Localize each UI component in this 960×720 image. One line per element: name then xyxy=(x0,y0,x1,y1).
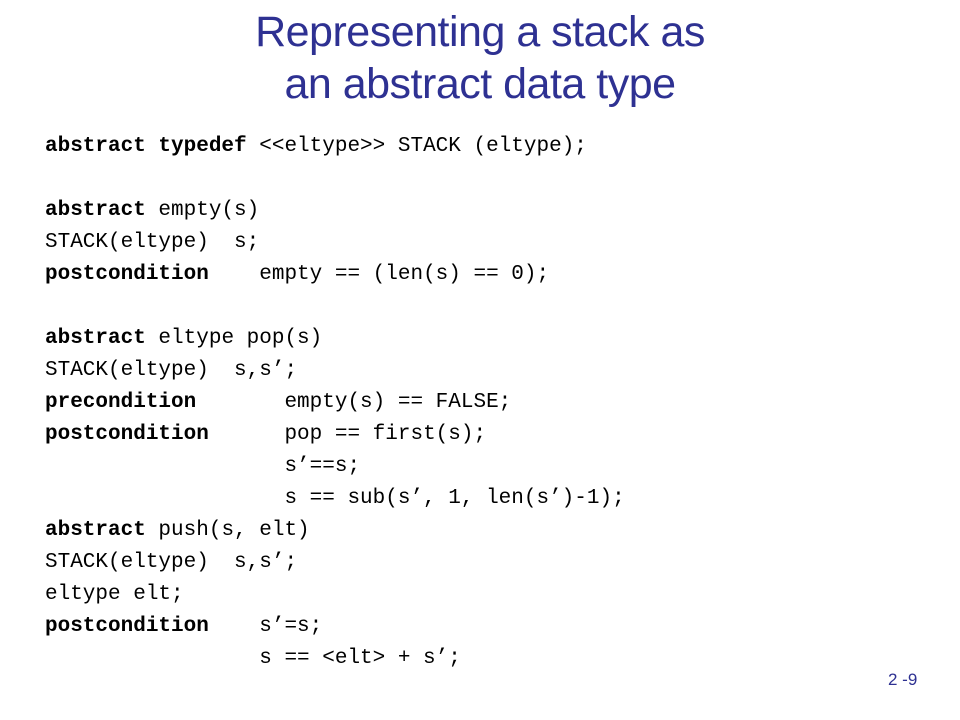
code-keyword: postcondition xyxy=(45,615,209,638)
code-text: s’=s; xyxy=(208,615,323,638)
code-text: STACK(eltype) s,s’; xyxy=(45,551,298,574)
code-line: s == <elt> + s’; xyxy=(45,643,925,675)
code-line: precondition empty(s) == FALSE; xyxy=(45,387,925,419)
code-line: STACK(eltype) s; xyxy=(45,227,925,259)
code-keyword: abstract xyxy=(45,519,146,542)
code-line: abstract empty(s) xyxy=(45,195,925,227)
title-line-1: Representing a stack as xyxy=(255,8,705,56)
code-keyword: precondition xyxy=(45,391,197,414)
code-line xyxy=(45,163,925,195)
code-line: STACK(eltype) s,s’; xyxy=(45,547,925,579)
code-line: postcondition empty == (len(s) == 0); xyxy=(45,259,925,291)
slide-title: Representing a stack as an abstract data… xyxy=(0,6,960,110)
code-text: eltype elt; xyxy=(45,583,184,606)
code-text: s == <elt> + s’; xyxy=(45,647,461,670)
code-keyword: abstract xyxy=(45,327,146,350)
code-text: eltype pop(s) xyxy=(145,327,323,350)
code-text: empty == (len(s) == 0); xyxy=(208,263,550,286)
code-line: postcondition s’=s; xyxy=(45,611,925,643)
code-line: abstract eltype pop(s) xyxy=(45,323,925,355)
code-text: empty(s) == FALSE; xyxy=(196,391,512,414)
code-block: abstract typedef <<eltype>> STACK (eltyp… xyxy=(45,131,925,675)
code-text: push(s, elt) xyxy=(145,519,310,542)
page-number: 2 -9 xyxy=(888,670,918,689)
code-line: STACK(eltype) s,s’; xyxy=(45,355,925,387)
code-keyword: abstract xyxy=(45,199,146,222)
code-text: s == sub(s’, 1, len(s’)-1); xyxy=(45,487,625,510)
code-line: abstract push(s, elt) xyxy=(45,515,925,547)
code-keyword: postcondition xyxy=(45,423,209,446)
code-text: s’==s; xyxy=(45,455,361,478)
code-line xyxy=(45,291,925,323)
code-text: STACK(eltype) s,s’; xyxy=(45,359,298,382)
code-text: pop == first(s); xyxy=(208,423,487,446)
code-line: postcondition pop == first(s); xyxy=(45,419,925,451)
code-line: eltype elt; xyxy=(45,579,925,611)
code-line: abstract typedef <<eltype>> STACK (eltyp… xyxy=(45,131,925,163)
code-line: s == sub(s’, 1, len(s’)-1); xyxy=(45,483,925,515)
code-keyword: postcondition xyxy=(45,263,209,286)
code-text: <<eltype>> STACK (eltype); xyxy=(246,135,587,158)
code-keyword: abstract typedef xyxy=(45,135,247,158)
title-line-2: an abstract data type xyxy=(284,60,676,108)
code-line: s’==s; xyxy=(45,451,925,483)
code-text: STACK(eltype) s; xyxy=(45,231,260,254)
code-text: empty(s) xyxy=(145,199,260,222)
